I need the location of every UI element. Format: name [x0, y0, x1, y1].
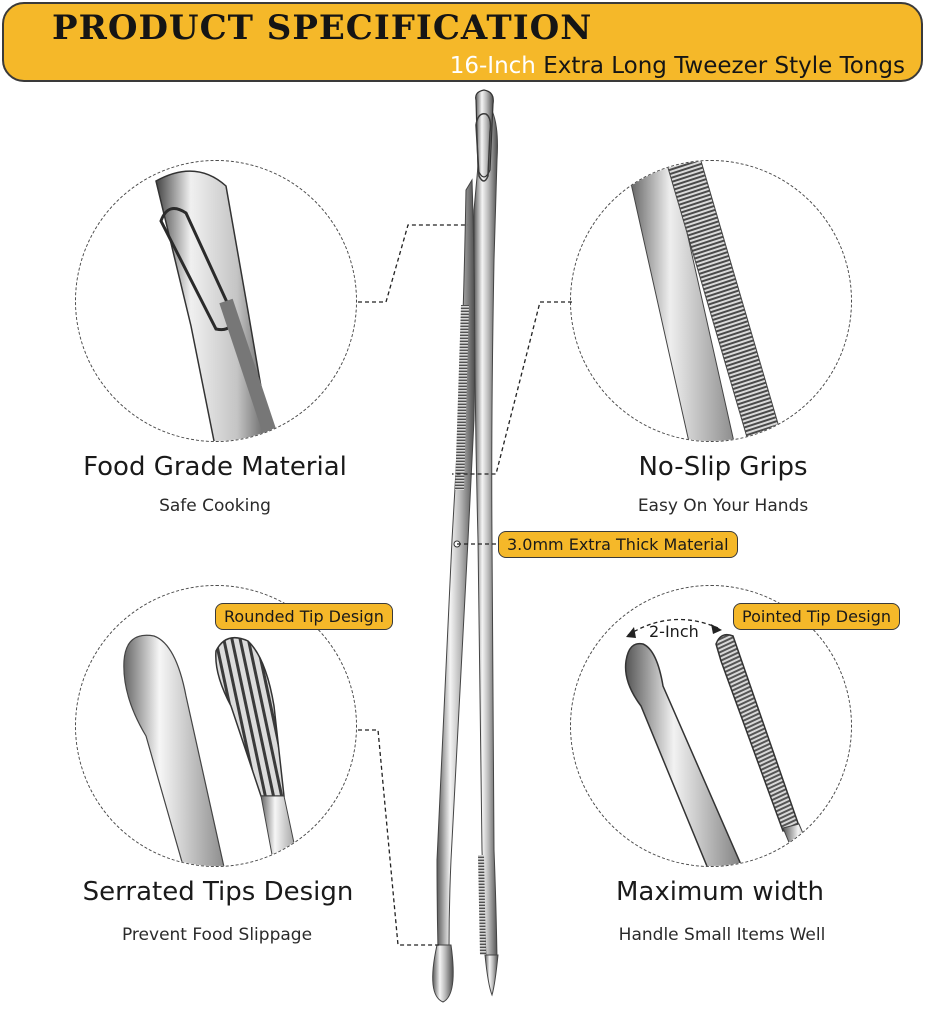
banner-subtitle-text: Extra Long Tweezer Style Tongs [535, 53, 905, 79]
tag-thickness: 3.0mm Extra Thick Material [498, 531, 738, 558]
leader-line-no-slip [452, 301, 572, 475]
feature-title-serrated: Serrated Tips Design [82, 877, 354, 907]
banner-subtitle: 16-Inch Extra Long Tweezer Style Tongs [450, 53, 905, 79]
banner-title: PRODUCT SPECIFICATION [52, 8, 593, 48]
feature-subtitle-max-width: Handle Small Items Well [618, 925, 826, 945]
header-banner: PRODUCT SPECIFICATION 16-Inch Extra Long… [2, 2, 923, 82]
tag-pointed-tip: Pointed Tip Design [733, 603, 901, 630]
leader-line-food-grade [358, 224, 468, 303]
detail-circle-top-left [75, 160, 357, 442]
width-label: 2-Inch [649, 622, 699, 641]
leader-line-serrated [358, 729, 440, 946]
detail-circle-bottom-right [570, 585, 852, 867]
feature-subtitle-serrated: Prevent Food Slippage [121, 925, 313, 945]
feature-subtitle-food-grade: Safe Cooking [159, 496, 271, 516]
detail-circle-top-right [570, 160, 852, 442]
tag-rounded-tip: Rounded Tip Design [215, 603, 393, 630]
detail-circle-bottom-left [75, 585, 357, 867]
feature-subtitle-no-slip: Easy On Your Hands [637, 496, 809, 516]
banner-subtitle-highlight: 16-Inch [449, 53, 536, 79]
feature-title-no-slip: No-Slip Grips [638, 452, 808, 482]
feature-title-max-width: Maximum width [615, 877, 825, 907]
feature-title-food-grade: Food Grade Material [83, 452, 347, 482]
